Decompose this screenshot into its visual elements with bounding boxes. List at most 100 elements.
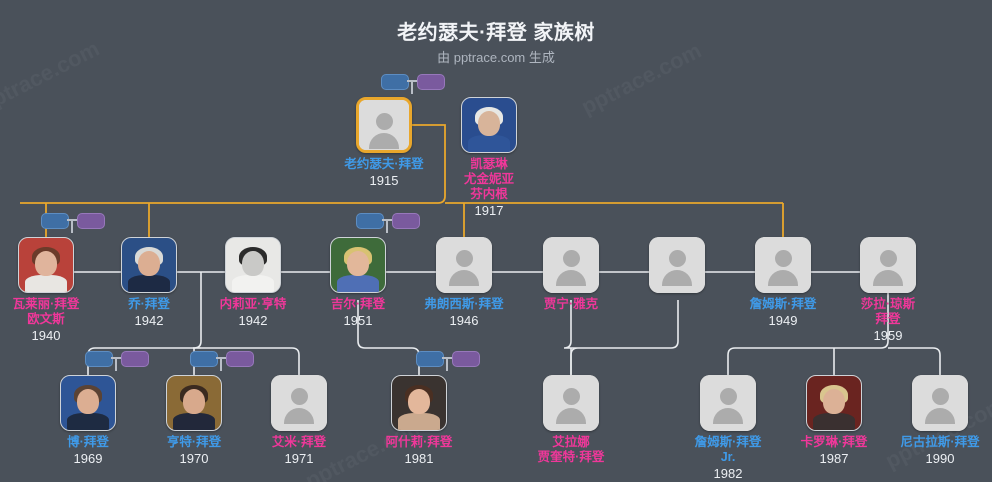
couple-pill-stem	[411, 81, 413, 94]
couple-pill-male-icon	[190, 351, 218, 367]
person-avatar-placeholder[interactable]	[700, 375, 756, 431]
person-name: 贾宁·雅克	[543, 297, 599, 311]
person-node[interactable]: 弗朗西斯·拜登 1946	[424, 237, 504, 328]
person-birth-year: 1942	[238, 313, 268, 328]
person-name: 乔·拜登	[128, 297, 170, 311]
couple-pill-female-icon	[452, 351, 480, 367]
person-node[interactable]: 莎拉·琼斯 拜登 1959	[860, 237, 916, 343]
couple-pill-female-icon	[121, 351, 149, 367]
couple-pill-female-icon	[77, 213, 105, 229]
person-birth-year: 1959	[873, 328, 903, 343]
person-birth-year: 1969	[73, 451, 103, 466]
person-name: 阿什莉·拜登	[385, 435, 453, 449]
person-birth-year: 1940	[31, 328, 61, 343]
person-name: 艾拉娜 贾奎特·拜登	[537, 435, 605, 464]
person-photo[interactable]	[391, 375, 447, 431]
couple-pill-male-icon	[85, 351, 113, 367]
person-name: 凯瑟琳 尤金妮亚 芬内根	[463, 157, 514, 201]
person-birth-year: 1971	[284, 451, 314, 466]
person-photo[interactable]	[60, 375, 116, 431]
person-birth-year: 1982	[713, 466, 743, 481]
person-birth-year: 1946	[449, 313, 479, 328]
person-avatar-placeholder[interactable]	[755, 237, 811, 293]
user-placeholder-icon	[912, 375, 968, 431]
person-node[interactable]: 阿什莉·拜登 1981	[386, 375, 452, 466]
person-node[interactable]: 吉尔·拜登 1951	[330, 237, 386, 328]
person-birth-year: 1915	[369, 173, 399, 188]
person-name: 吉尔·拜登	[330, 297, 386, 311]
person-birth-year: 1970	[179, 451, 209, 466]
couple-pill-stem	[446, 358, 448, 371]
person-avatar-placeholder[interactable]	[356, 97, 412, 153]
person-photo[interactable]	[806, 375, 862, 431]
user-placeholder-icon	[649, 237, 705, 293]
couple-pill-female-icon	[417, 74, 445, 90]
person-name: 老约瑟夫·拜登	[344, 157, 424, 171]
couple-pill-bar	[111, 357, 121, 359]
person-birth-year: 1981	[404, 451, 434, 466]
person-photo[interactable]	[166, 375, 222, 431]
page-subtitle: 由 pptrace.com 生成	[437, 50, 555, 65]
person-avatar-placeholder[interactable]	[543, 237, 599, 293]
person-avatar-placeholder[interactable]	[271, 375, 327, 431]
person-photo[interactable]	[18, 237, 74, 293]
person-name: 莎拉·琼斯 拜登	[860, 297, 916, 326]
couple-pill-female-icon	[392, 213, 420, 229]
person-photo[interactable]	[225, 237, 281, 293]
couple-pill-female-icon	[226, 351, 254, 367]
person-photo[interactable]	[121, 237, 177, 293]
person-node[interactable]	[649, 237, 705, 293]
person-node[interactable]: 尼古拉斯·拜登 1990	[900, 375, 980, 466]
person-node[interactable]: 詹姆斯·拜登 Jr. 1982	[695, 375, 761, 481]
user-placeholder-icon	[436, 237, 492, 293]
portrait-image	[122, 238, 176, 292]
portrait-image	[462, 98, 516, 152]
person-birth-year: 1942	[134, 313, 164, 328]
couple-pill-male-icon	[41, 213, 69, 229]
couple-pill-bar	[407, 80, 417, 82]
couple-pill-male-icon	[356, 213, 384, 229]
couple-pill-bar	[67, 219, 77, 221]
person-name: 艾米·拜登	[271, 435, 327, 449]
person-birth-year: 1949	[768, 313, 798, 328]
person-avatar-placeholder[interactable]	[912, 375, 968, 431]
person-name: 詹姆斯·拜登 Jr.	[694, 435, 762, 464]
person-name: 亨特·拜登	[166, 435, 222, 449]
person-node[interactable]: 贾宁·雅克	[543, 237, 599, 311]
person-avatar-placeholder[interactable]	[543, 375, 599, 431]
person-birth-year: 1990	[925, 451, 955, 466]
person-name: 弗朗西斯·拜登	[424, 297, 504, 311]
person-node[interactable]: 乔·拜登 1942	[121, 237, 177, 328]
couple-pill-bar	[442, 357, 452, 359]
person-avatar-placeholder[interactable]	[649, 237, 705, 293]
couple-pill-bar	[216, 357, 226, 359]
person-photo[interactable]	[330, 237, 386, 293]
person-birth-year: 1951	[343, 313, 373, 328]
couple-pill-male-icon	[416, 351, 444, 367]
person-name: 尼古拉斯·拜登	[900, 435, 980, 449]
person-node[interactable]: 亨特·拜登 1970	[166, 375, 222, 466]
user-placeholder-icon	[543, 237, 599, 293]
person-avatar-placeholder[interactable]	[436, 237, 492, 293]
portrait-image	[167, 376, 221, 430]
person-node[interactable]: 艾拉娜 贾奎特·拜登	[538, 375, 604, 464]
couple-pill-stem	[71, 220, 73, 233]
couple-pill-stem	[386, 220, 388, 233]
person-avatar-placeholder[interactable]	[860, 237, 916, 293]
person-photo[interactable]	[461, 97, 517, 153]
couple-pill-male-icon	[381, 74, 409, 90]
person-node[interactable]: 老约瑟夫·拜登 1915	[344, 97, 424, 188]
person-node[interactable]: 艾米·拜登 1971	[271, 375, 327, 466]
user-placeholder-icon	[543, 375, 599, 431]
user-placeholder-icon	[271, 375, 327, 431]
portrait-image	[331, 238, 385, 292]
person-name: 卡罗琳·拜登	[800, 435, 868, 449]
portrait-image	[392, 376, 446, 430]
